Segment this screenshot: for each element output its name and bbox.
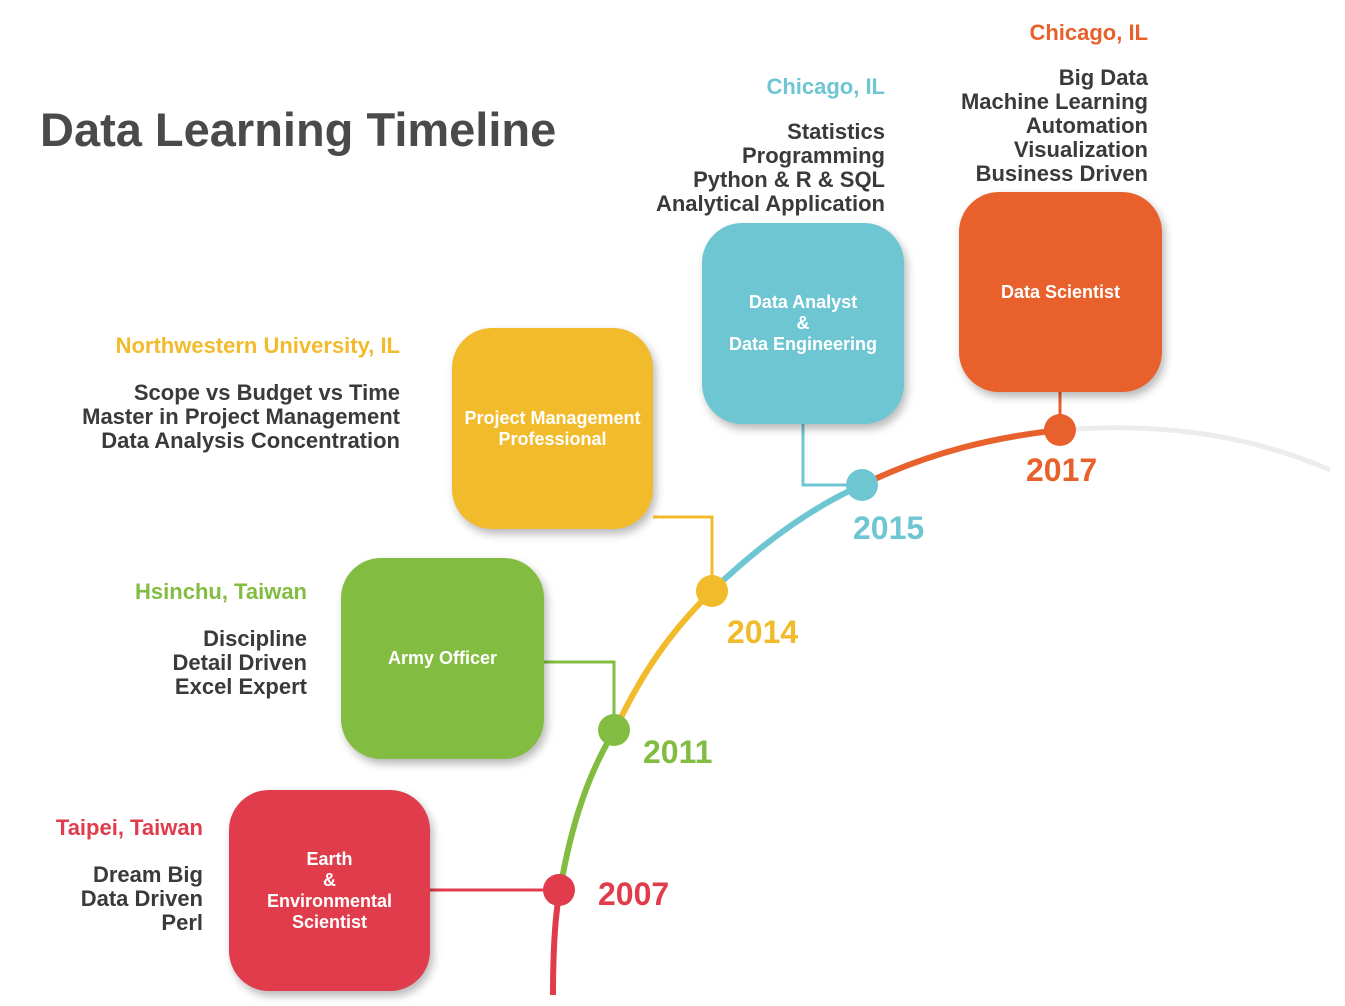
role-label: Environmental [266,890,393,911]
milestone-dot-2014 [696,575,728,607]
role-box-2011: Army Officer [341,558,544,759]
note-item: Statistics [787,119,885,144]
role-label: Data Engineering [728,334,878,354]
role-box-2015: Data Analyst & Data Engineering [702,223,904,424]
note-item: Master in Project Management [82,404,400,429]
role-label: & [323,869,336,890]
timeline-segment-2015 [709,482,864,594]
year-label-2007: 2007 [598,876,670,912]
connector-2014 [653,515,714,591]
role-box-2007: Earth & Environmental Scientist [229,790,430,991]
note-item: Programming [741,143,885,168]
note-item: Visualization [1013,137,1148,162]
year-label-2017: 2017 [1026,452,1098,488]
timeline-segment-2011 [557,728,618,891]
note-item: Python & R & SQL [693,167,885,192]
role-label: Data Analyst [748,292,858,312]
role-label: Scientist [291,911,368,932]
location-2011: Hsinchu, Taiwan [135,579,307,604]
role-label: & [796,313,810,333]
timeline-segment-2017 [860,427,1061,488]
location-2014: Northwestern University, IL [115,333,400,358]
connector-2011 [544,660,616,730]
note-item: Scope vs Budget vs Time [133,380,400,405]
note-item: Dream Big [92,862,203,887]
role-label: Army Officer [387,648,498,668]
note-item: Machine Learning [960,89,1148,114]
note-item: Excel Expert [174,674,307,699]
location-2015: Chicago, IL [766,74,885,99]
role-label: Data Scientist [1000,281,1121,302]
role-label: Earth [306,848,353,869]
note-item: Analytical Application [655,191,885,216]
milestone-dot-2011 [598,714,630,746]
role-label: Professional [498,428,607,449]
note-item: Data Driven [80,886,203,911]
location-2017: Chicago, IL [1029,20,1148,45]
role-box-2017: Data Scientist [959,192,1162,392]
year-label-2015: 2015 [853,510,925,546]
milestone-dot-2017 [1044,414,1076,446]
connector-2015 [801,424,862,487]
milestone-dot-2007 [543,874,575,906]
note-item: Data Analysis Concentration [101,428,400,453]
year-label-2011: 2011 [643,734,713,770]
note-item: Automation [1025,113,1148,138]
note-item: Discipline [203,626,307,651]
role-box-2014: Project Management Professional [452,328,653,529]
note-item: Detail Driven [172,650,308,675]
notes-2017: Big Data Machine Learning Automation Vis… [961,66,1148,186]
year-label-2014: 2014 [727,614,799,650]
note-item: Perl [161,910,203,935]
note-item: Big Data [1058,65,1148,90]
page-title: Data Learning Timeline [40,103,557,156]
notes-2011: Discipline Detail Driven Excel Expert [173,627,308,699]
timeline-segment-2014 [612,588,715,732]
notes-2014: Scope vs Budget vs Time Master in Projec… [82,381,400,453]
role-label: Project Management [464,407,641,428]
notes-2007: Dream Big Data Driven Perl [81,863,203,935]
note-item: Business Driven [975,161,1148,186]
timeline-track-future [1059,425,1332,473]
location-2007: Taipei, Taiwan [55,815,203,840]
notes-2015: Statistics Programming Python & R & SQL … [656,120,885,216]
milestone-dot-2015 [846,469,878,501]
